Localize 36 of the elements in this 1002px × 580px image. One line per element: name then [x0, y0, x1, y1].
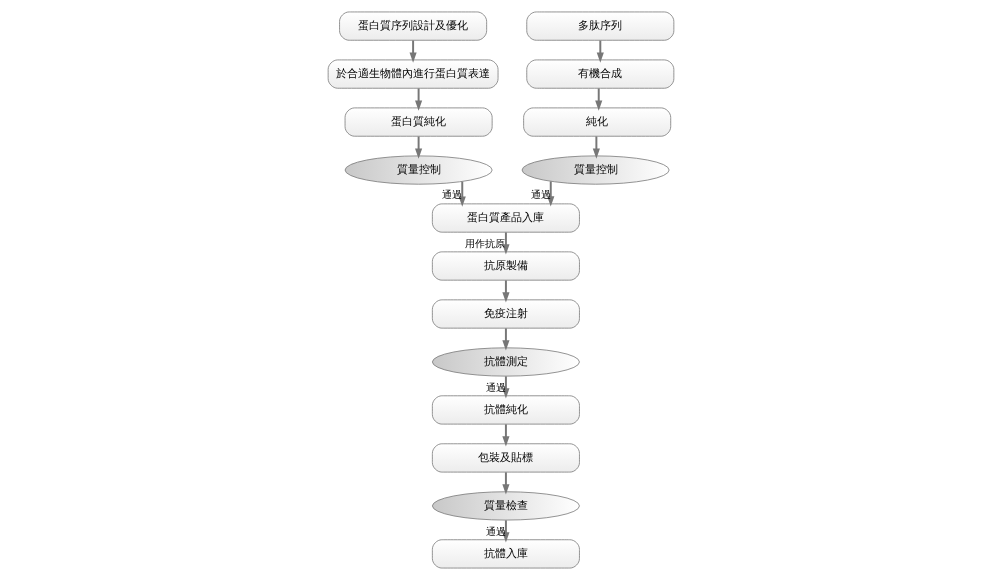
arrow — [592, 135, 600, 159]
edge-label: 用作抗原 — [465, 238, 506, 250]
edge-label: 通過 — [530, 188, 551, 200]
node-ellipse: 質量檢查 — [431, 491, 580, 521]
edge-label: 通過 — [485, 525, 506, 537]
arrow — [595, 87, 603, 111]
arrow — [409, 39, 417, 63]
node-box: 蛋白質純化 — [344, 107, 493, 137]
node-box: 於合適生物體內進行蛋白質表達 — [327, 59, 499, 89]
node-box: 多肽序列 — [526, 11, 675, 41]
node-box: 抗原製備 — [431, 251, 580, 281]
node-box: 蛋白質產品入庫 — [431, 203, 580, 233]
arrow — [547, 180, 555, 207]
edge-label: 通過 — [442, 188, 463, 200]
node-box: 有機合成 — [526, 59, 675, 89]
arrow — [596, 39, 604, 63]
arrow — [502, 423, 510, 447]
node-box: 抗體純化 — [431, 395, 580, 425]
arrow — [502, 327, 510, 351]
node-ellipse: 質量控制 — [344, 155, 493, 185]
node-box: 免疫注射 — [431, 299, 580, 329]
node-box: 純化 — [523, 107, 672, 137]
arrow — [502, 231, 510, 255]
arrow — [502, 519, 510, 543]
arrow — [415, 87, 423, 111]
edge-label: 通過 — [485, 382, 506, 394]
arrow — [458, 180, 466, 207]
node-ellipse: 抗體測定 — [431, 347, 580, 377]
node-ellipse: 質量控制 — [521, 155, 670, 185]
node-box: 抗體入庫 — [431, 539, 580, 569]
arrow — [502, 279, 510, 303]
node-box: 包裝及貼標 — [431, 443, 580, 473]
node-box: 蛋白質序列設計及優化 — [339, 11, 488, 41]
arrow — [415, 135, 423, 159]
arrow — [502, 471, 510, 495]
arrow — [502, 375, 510, 399]
